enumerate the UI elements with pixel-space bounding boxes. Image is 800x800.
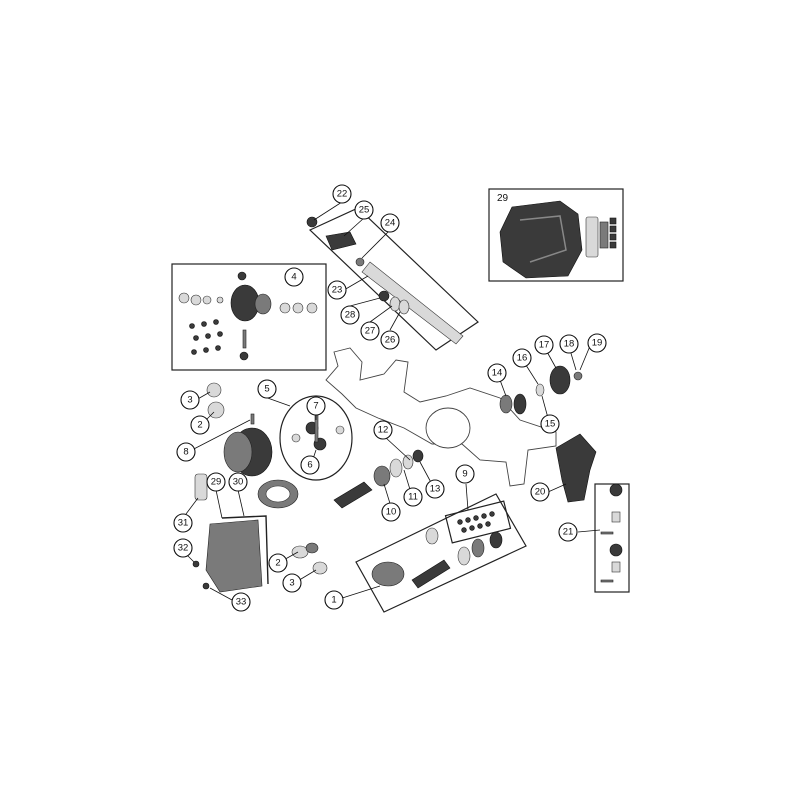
axle-shaft-group [306,207,479,351]
spider-gear-kit [279,395,353,481]
svg-text:25: 25 [359,205,370,216]
callout-32: 32 [173,538,193,558]
callout-14: 14 [487,363,507,383]
svg-text:14: 14 [492,368,503,379]
callout-25: 25 [354,200,374,220]
callout-4: 4 [284,267,304,287]
svg-text:15: 15 [545,419,556,430]
callout-16: 16 [512,348,532,368]
kit-bolts [457,511,495,533]
callout-10: 10 [381,502,401,522]
svg-text:30: 30 [233,477,244,488]
svg-text:32: 32 [178,543,189,554]
callout-15: 15 [540,414,560,434]
callout-13: 13 [425,479,445,499]
callout-29: 29 [206,472,226,492]
carrier-bolts [189,319,223,355]
svg-text:13: 13 [430,484,441,495]
svg-text:19: 19 [592,338,603,349]
callout-8: 8 [176,442,196,462]
steering-knuckle [555,433,597,503]
inset-label: 29 [497,193,509,204]
callout-23: 23 [327,280,347,300]
svg-text:11: 11 [408,492,418,503]
callout-1: 1 [324,590,344,610]
svg-text:16: 16 [517,353,528,364]
callout-7: 7 [306,396,326,416]
callout-24: 24 [380,213,400,233]
callout-30: 30 [228,472,248,492]
inset-cover-kit: 29 [488,188,624,282]
svg-text:3: 3 [289,578,294,589]
svg-text:33: 33 [236,597,247,608]
svg-text:20: 20 [535,487,546,498]
svg-text:27: 27 [365,326,376,337]
callout-5: 5 [257,379,277,399]
carrier-kit-group [171,263,327,371]
svg-text:2: 2 [275,558,280,569]
callout-2-lower: 2 [268,553,288,573]
diff-cover [192,473,269,593]
svg-text:6: 6 [307,460,312,471]
callout-18: 18 [559,334,579,354]
svg-text:1: 1 [331,595,336,606]
hub-assembly [499,365,583,415]
callout-28: 28 [340,305,360,325]
svg-text:3: 3 [187,395,192,406]
svg-text:26: 26 [385,335,396,346]
svg-text:24: 24 [385,218,396,229]
callout-3-lower: 3 [282,573,302,593]
callout-17: 17 [534,335,554,355]
svg-text:5: 5 [264,384,269,395]
svg-text:4: 4 [291,272,296,283]
callout-3-upper: 3 [180,390,200,410]
svg-text:31: 31 [178,518,189,529]
svg-text:28: 28 [345,310,356,321]
callout-22: 22 [332,184,352,204]
inset-bolts [609,217,617,249]
ring-gear [257,479,299,509]
callout-26: 26 [380,330,400,350]
callout-33: 33 [231,592,251,612]
callout-12: 12 [373,420,393,440]
svg-text:2: 2 [197,420,202,431]
svg-text:22: 22 [337,189,348,200]
callout-19: 19 [587,333,607,353]
ring-pinion-kit [355,493,527,613]
callout-21: 21 [558,522,578,542]
svg-text:8: 8 [183,447,188,458]
callout-9: 9 [455,464,475,484]
svg-text:21: 21 [563,527,574,538]
shim-kit [444,500,512,544]
callout-20: 20 [530,482,550,502]
callout-2-upper: 2 [190,415,210,435]
svg-text:7: 7 [313,401,318,412]
svg-text:18: 18 [564,339,575,350]
svg-text:29: 29 [211,477,222,488]
ball-joint-kit [594,483,630,593]
svg-text:23: 23 [332,285,343,296]
pinion-gear [333,449,424,509]
svg-text:12: 12 [378,425,389,436]
differential-case [206,382,273,477]
svg-text:17: 17 [539,340,550,351]
bearing-set-lower [291,542,328,575]
svg-text:9: 9 [462,469,467,480]
callout-27: 27 [360,321,380,341]
callout-11: 11 [403,487,423,507]
svg-text:10: 10 [386,507,397,518]
callout-31: 31 [173,513,193,533]
callout-6: 6 [300,455,320,475]
axle-housing [325,347,557,487]
